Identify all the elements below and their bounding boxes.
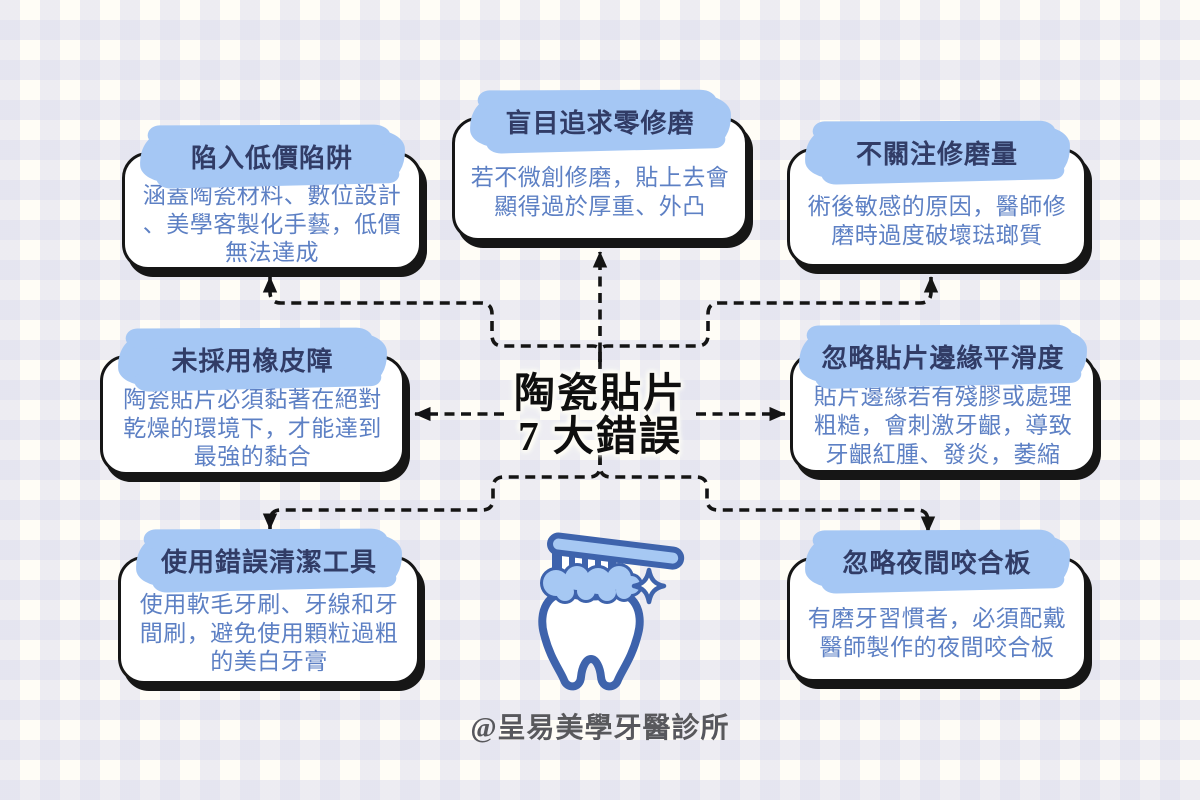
card-title-band: 陷入低價陷阱 — [139, 128, 405, 184]
card-night-guard: 忽略夜間咬合板 有磨牙習慣者，必須配戴醫師製作的夜間咬合板 — [787, 533, 1087, 682]
card-low-price-trap: 陷入低價陷阱 涵蓋陶瓷材料、數位設計、美學客製化手藝，低價無法達成 — [122, 128, 422, 270]
card-body-text: 使用軟毛牙刷、牙線和牙間刷，避免使用顆粒過粗的美白牙膏 — [139, 590, 399, 675]
arrow-to-bottom-right — [598, 455, 936, 533]
card-title: 使用錯誤清潔工具 — [160, 547, 377, 577]
card-wrong-cleaning-tools: 使用錯誤清潔工具 使用軟毛牙刷、牙線和牙間刷，避免使用顆粒過粗的美白牙膏 — [118, 532, 420, 684]
card-title-band: 不關注修磨量 — [804, 124, 1070, 180]
card-rubber-dam: 未採用橡皮障 陶瓷貼片必須黏著在絕對乾燥的環境下，才能達到最強的黏合 — [100, 331, 405, 475]
card-body-text: 若不微創修磨，貼上去會顯得過於厚重、外凸 — [470, 164, 730, 219]
card-grinding-amount: 不關注修磨量 術後敏感的原因，醫師修磨時過度破壞琺瑯質 — [787, 124, 1087, 267]
card-zero-grinding: 盲目追求零修磨 若不微創修磨，貼上去會顯得過於厚重、外凸 — [452, 93, 748, 241]
foam-fill — [543, 566, 640, 601]
card-edge-smoothness: 忽略貼片邊緣平滑度 貼片邊緣若有殘膠或處理粗糙，會刺激牙齦，導致牙齦紅腫、發炎，… — [790, 328, 1096, 473]
card-title-band: 盲目追求零修磨 — [469, 93, 731, 149]
card-title: 忽略夜間咬合板 — [842, 548, 1032, 578]
card-body-text: 術後敏感的原因，醫師修磨時過度破壞琺瑯質 — [807, 192, 1067, 248]
clinic-credit: @呈易美學牙醫診所 — [470, 713, 730, 744]
card-title-band: 未採用橡皮障 — [117, 331, 388, 387]
card-body-text: 陶瓷貼片必須黏著在絕對乾燥的環境下，才能達到最強的黏合 — [123, 385, 382, 470]
card-body-text: 涵蓋陶瓷材料、數位設計、美學客製化手藝，低價無法達成 — [142, 181, 402, 266]
page-title: 陶瓷貼片 7 大錯誤 — [485, 372, 715, 457]
tooth-brushing-icon — [534, 530, 686, 694]
card-title-band: 忽略夜間咬合板 — [804, 533, 1070, 589]
card-title: 盲目追求零修磨 — [505, 108, 695, 138]
card-body-text: 貼片邊緣若有殘膠或處理粗糙，會刺激牙齦，導致牙齦紅腫、發炎，萎縮 — [813, 383, 1073, 467]
card-title: 陷入低價陷阱 — [190, 143, 353, 173]
arrow-to-top-right — [598, 276, 939, 362]
tooth-shape — [538, 589, 644, 691]
arrow-to-bottom-left — [262, 455, 602, 530]
card-title: 未採用橡皮障 — [171, 346, 334, 376]
sparkle-icon — [631, 567, 667, 605]
page-title-line1: 陶瓷貼片 — [514, 370, 686, 416]
arrow-to-top-left — [262, 276, 602, 362]
card-body-text: 有磨牙習慣者，必須配戴醫師製作的夜間咬合板 — [807, 604, 1067, 660]
card-title-band: 使用錯誤清潔工具 — [135, 532, 403, 588]
toothbrush-handle — [547, 532, 685, 570]
card-title-band: 忽略貼片邊緣平滑度 — [798, 328, 1088, 384]
page-title-line2: 7 大錯誤 — [518, 412, 682, 459]
card-title: 不關注修磨量 — [855, 139, 1018, 169]
card-title: 忽略貼片邊緣平滑度 — [821, 343, 1065, 373]
